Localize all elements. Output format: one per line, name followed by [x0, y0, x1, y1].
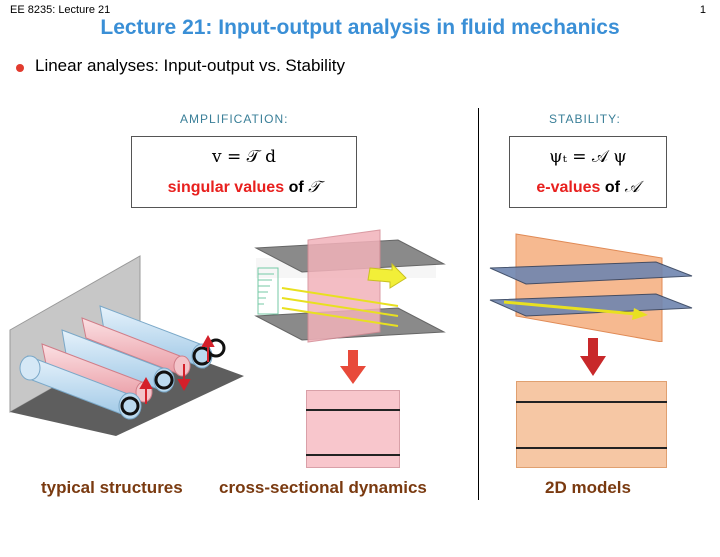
- caption-typical-structures: typical structures: [41, 478, 183, 497]
- amplification-box: v = 𝒯 d singular values of 𝒯: [131, 136, 357, 208]
- cross-sectional-illustration: [254, 229, 446, 343]
- amplification-label: AMPLIFICATION:: [180, 112, 289, 126]
- down-arrow-icon: [340, 350, 366, 384]
- caption-2d-models: 2D models: [545, 478, 631, 497]
- bullet-text: Linear analyses: Input-output vs. Stabil…: [35, 56, 345, 75]
- cross-section-box: [306, 390, 400, 468]
- stability-equation: ψₜ = 𝒜 ψ: [549, 147, 627, 167]
- down-arrow-icon: [580, 338, 606, 376]
- caption-cross-sectional: cross-sectional dynamics: [219, 478, 427, 497]
- stability-label: STABILITY:: [549, 112, 621, 126]
- amplification-caption: singular values of 𝒯: [132, 177, 356, 197]
- slide-title: Lecture 21: Input-output analysis in flu…: [100, 16, 620, 39]
- operator-a-symbol: 𝒜: [624, 177, 640, 196]
- of-text: of: [288, 179, 304, 196]
- 2d-model-box: [516, 381, 667, 468]
- bullet-icon: [16, 64, 24, 72]
- of-text: of: [604, 179, 620, 196]
- operator-t-symbol: 𝒯: [308, 177, 321, 196]
- stability-caption: e-values of 𝒜: [510, 177, 666, 197]
- stability-illustration: [489, 233, 693, 342]
- page-number: 1: [699, 4, 706, 16]
- stability-box: ψₜ = 𝒜 ψ e-values of 𝒜: [509, 136, 667, 208]
- e-values-text: e-values: [536, 179, 601, 196]
- singular-values-text: singular values: [167, 179, 285, 196]
- amplification-equation: v = 𝒯 d: [212, 147, 276, 167]
- vertical-divider: [478, 108, 479, 500]
- course-header: EE 8235: Lecture 21: [10, 4, 111, 16]
- typical-structures-illustration: [9, 255, 244, 436]
